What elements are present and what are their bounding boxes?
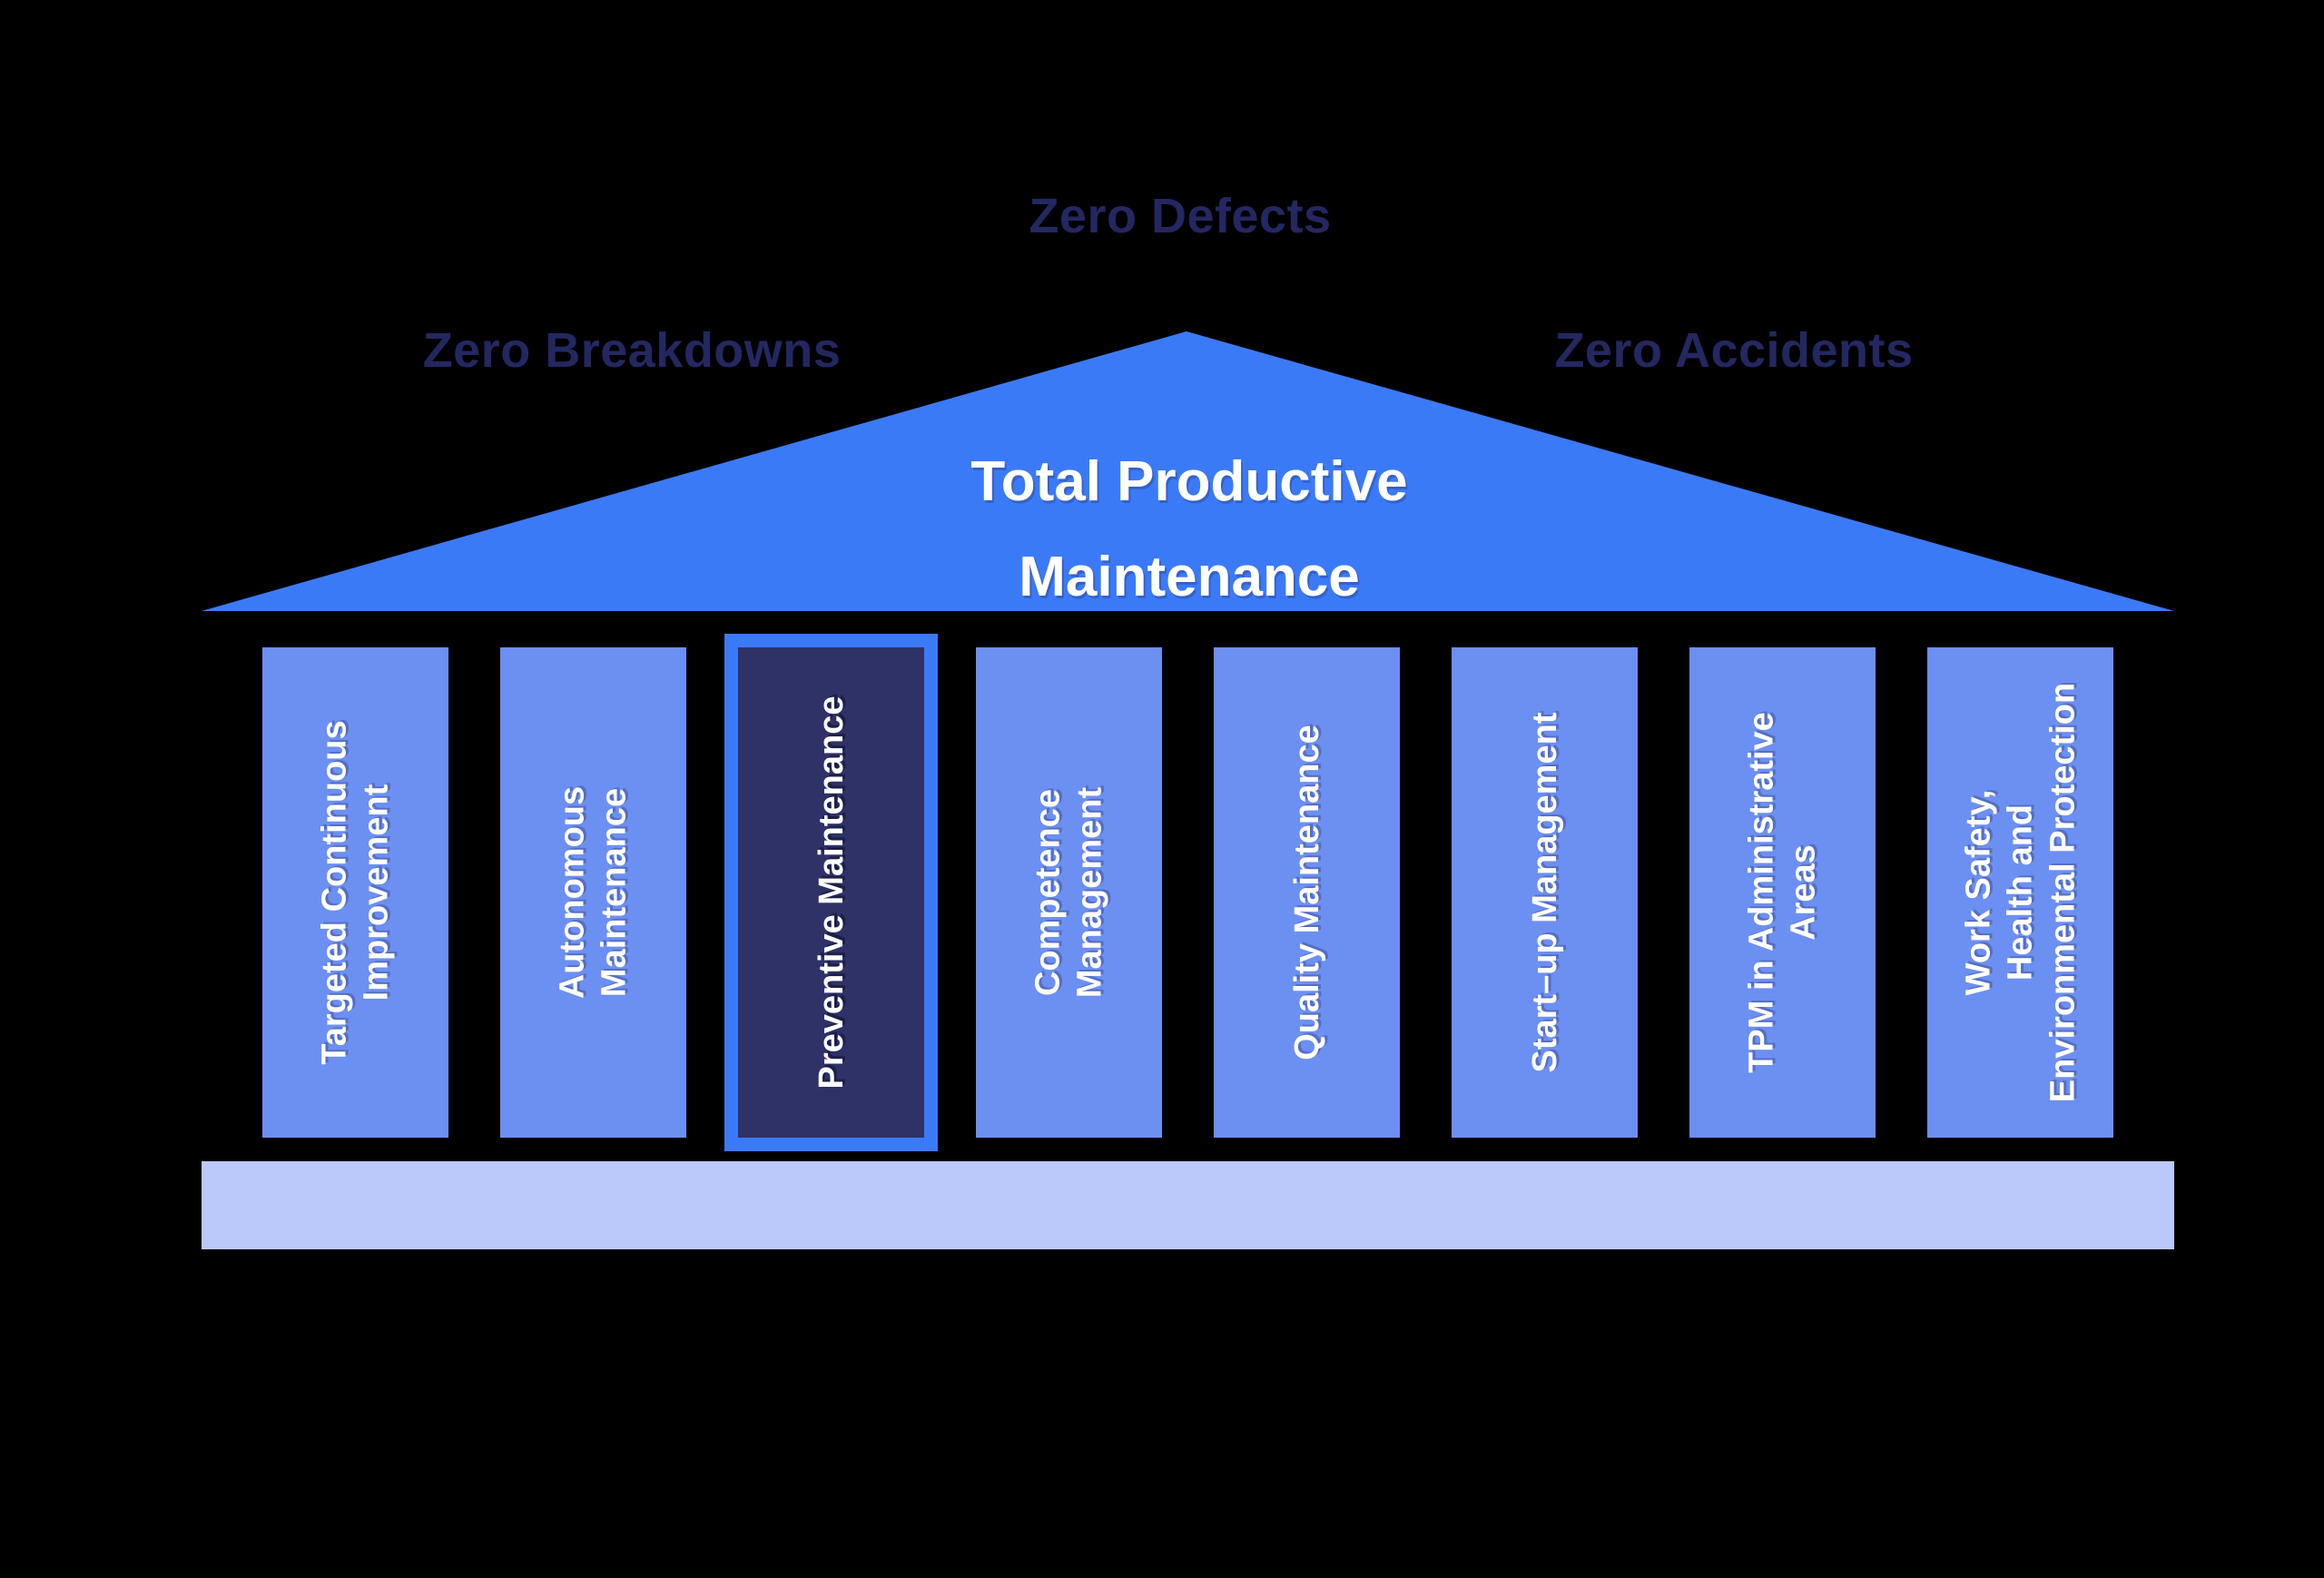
pillar-label: Work Safety, Health and Environmental Pr… <box>1958 682 2082 1103</box>
pillar-label: Quality Maintenance <box>1287 725 1326 1060</box>
pillar-targeted-continuous-improvement[interactable]: Targeted Continuous Improvement <box>262 647 448 1138</box>
pillar-label: Start–up Management <box>1525 712 1564 1073</box>
pillar-tpm-in-administrative-areas[interactable]: TPM in Administrative Areas <box>1689 647 1876 1138</box>
goal-zero-breakdowns: Zero Breakdowns <box>422 323 842 378</box>
pillar-label: Preventive Maintenance <box>812 695 851 1090</box>
pillar-label: Targeted Continuous Improvement <box>315 720 396 1065</box>
pillar-autonomous-maintenance[interactable]: Autonomous Maintenance <box>500 647 686 1138</box>
goal-zero-defects: Zero Defects <box>1029 189 1332 243</box>
pillar-work-safety-health-environmental-protection[interactable]: Work Safety, Health and Environmental Pr… <box>1927 647 2113 1138</box>
foundation-bar <box>202 1161 2174 1249</box>
pillar-preventive-maintenance-selected[interactable]: Preventive Maintenance <box>738 647 924 1138</box>
pillar-start-up-management[interactable]: Start–up Management <box>1452 647 1638 1138</box>
pillar-label: Autonomous Maintenance <box>553 785 634 1000</box>
pillars-row: Targeted Continuous Improvement Autonomo… <box>202 647 2174 1138</box>
roof-title: Total Productive Maintenance <box>970 450 1408 609</box>
goal-zero-accidents: Zero Accidents <box>1554 323 1914 378</box>
pillar-competence-management[interactable]: Competence Management <box>976 647 1162 1138</box>
pillar-label: TPM in Administrative Areas <box>1742 712 1823 1073</box>
pillar-quality-maintenance[interactable]: Quality Maintenance <box>1214 647 1400 1138</box>
pillar-label: Competence Management <box>1029 786 1109 999</box>
